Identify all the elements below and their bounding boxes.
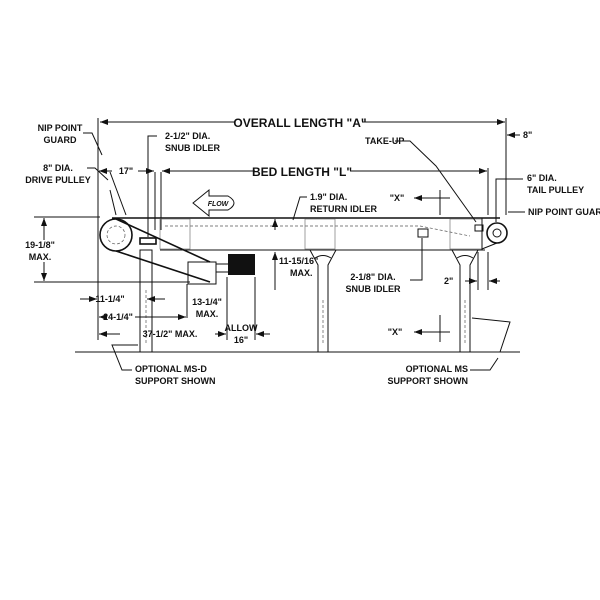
labels-snub-idler-top-1-label: SNUB IDLER <box>165 143 221 153</box>
gearbox <box>187 261 217 285</box>
path-drawing-line <box>456 255 474 259</box>
path-drawing-line <box>495 178 523 222</box>
path-drawing-line <box>83 132 103 156</box>
overall-length-dimension: OVERALL LENGTH "A" <box>100 116 505 130</box>
path-drawing-line <box>471 317 511 353</box>
labels-dim-11-15-16-1-label: MAX. <box>290 268 313 278</box>
drive-pulley-assembly <box>99 218 255 285</box>
labels-snub-idler-bottom-0-label: 2-1/8" DIA. <box>350 272 395 282</box>
overall-length-label: OVERALL LENGTH "A" <box>233 116 366 130</box>
labels-dim-2-label: 2" <box>444 276 453 286</box>
labels-nip-point-guard-right-label: NIP POINT GUARD <box>528 207 600 217</box>
rect-drawing-line <box>304 218 336 250</box>
labels-dim-11-15-16-0-label: 11-15/16" <box>279 256 318 266</box>
labels-return-idler-0-label: 1.9" DIA. <box>310 192 347 202</box>
labels-allow-16-1-label: 16" <box>234 335 248 345</box>
circle-drawing-line <box>486 222 508 244</box>
path-drawing-line <box>481 218 498 250</box>
bed-length-dimension: BED LENGTH "L" 17" <box>99 165 487 179</box>
labels-dim-24-1-4-label: 24-1/4" <box>103 312 133 322</box>
path-drawing-line <box>111 344 138 371</box>
path-drawing-line <box>470 357 499 371</box>
labels-optional-ms-1-label: SUPPORT SHOWN <box>387 376 468 386</box>
labels-optional-msd-0-label: OPTIONAL MS-D <box>135 364 207 374</box>
labels-return-idler-1-label: RETURN IDLER <box>310 204 377 214</box>
labels-section-x-label: "X" <box>388 327 403 337</box>
path-drawing-line <box>109 171 127 216</box>
labels-dim-11-1-4-label: 11-1/4" <box>95 294 124 304</box>
labels-dim-19-1-8-0-label: 19-1/8" <box>25 240 55 250</box>
labels-dim-13-1-4-1-label: MAX. <box>196 309 219 319</box>
labels-take-up-label: TAKE-UP <box>365 136 404 146</box>
dim-8-label: 8" <box>523 130 532 140</box>
path-drawing-line <box>147 135 157 237</box>
bed-length-label: BED LENGTH "L" <box>252 165 352 179</box>
path-drawing-line <box>314 255 332 259</box>
labels-flow-label: FLOW <box>208 201 230 208</box>
extension-lines <box>34 118 507 340</box>
path-drawing-line <box>410 238 423 281</box>
labels-optional-ms-0-label: OPTIONAL MS <box>406 364 468 374</box>
flow-arrow: FLOW <box>192 188 235 218</box>
motor <box>228 254 255 275</box>
rect-drawing-line <box>449 218 483 250</box>
line-drawing-line <box>419 225 471 237</box>
labels-snub-idler-bottom-1-label: SNUB IDLER <box>345 284 401 294</box>
snub-idler-bottom-shape <box>417 228 429 238</box>
labels-optional-msd-1-label: SUPPORT SHOWN <box>135 376 216 386</box>
snub-idler-top-shape <box>139 237 157 245</box>
labels-allow-16-0-label: ALLOW <box>225 323 258 333</box>
section-x-markers: "X" "X" <box>388 190 450 342</box>
path-drawing-line <box>395 140 477 223</box>
circle-drawing-line <box>106 225 126 245</box>
labels-nip-point-guard-left-0-label: NIP POINT <box>38 123 83 133</box>
labels-tail-pulley-1-label: TAIL PULLEY <box>527 185 584 195</box>
rect-drawing-line <box>474 224 484 232</box>
dim-17-label: 17" <box>119 166 133 176</box>
labels-dim-19-1-8-1-label: MAX. <box>29 252 52 262</box>
labels-drive-pulley-1-label: DRIVE PULLEY <box>25 175 91 185</box>
labels-dim-13-1-4-0-label: 13-1/4" <box>192 297 222 307</box>
tail-pulley-assembly <box>474 218 508 250</box>
circle-drawing-line <box>492 228 502 238</box>
line-drawing-line <box>115 218 211 263</box>
labels-section-x-label: "X" <box>390 193 405 203</box>
labels-tail-pulley-0-label: 6" DIA. <box>527 173 557 183</box>
labels-snub-idler-top-0-label: 2-1/2" DIA. <box>165 131 210 141</box>
labels-nip-point-guard-left-1-label: GUARD <box>44 135 77 145</box>
labels-drive-pulley-0-label: 8" DIA. <box>43 163 73 173</box>
line-drawing-line <box>115 250 211 283</box>
path-drawing-line <box>109 189 117 216</box>
path-drawing-line <box>87 167 109 181</box>
rect-drawing-line <box>159 218 191 250</box>
path-drawing-line <box>292 196 307 221</box>
path-drawing-line <box>192 188 235 218</box>
labels-dim-37-1-2-label: 37-1/2" MAX. <box>143 329 198 339</box>
conveyor-bed <box>112 217 500 251</box>
